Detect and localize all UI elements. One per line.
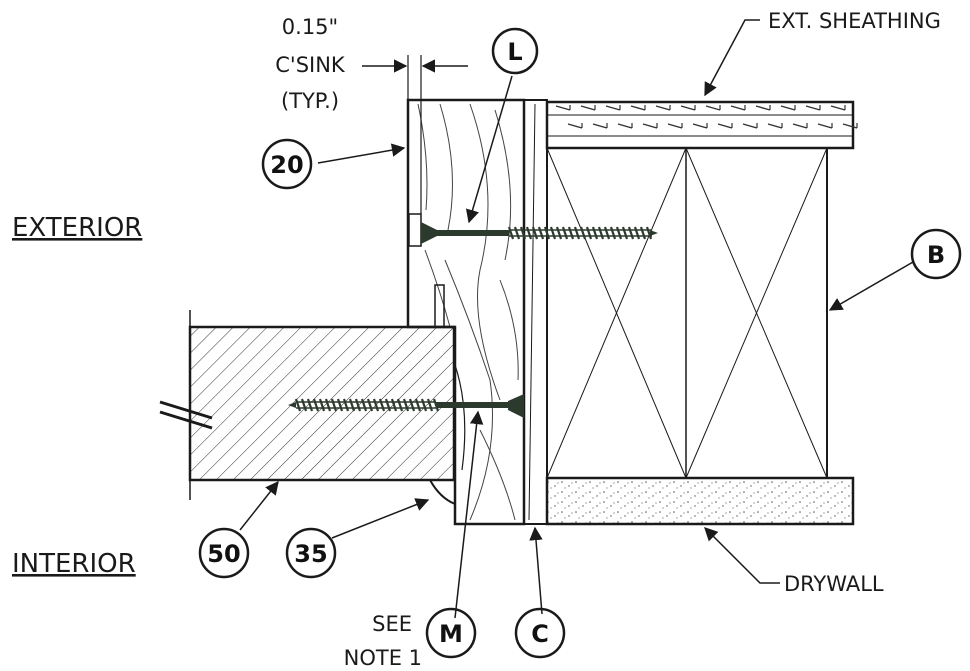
callout-50: 50 xyxy=(198,527,250,579)
exterior-label: EXTERIOR xyxy=(12,213,142,243)
drywall-board xyxy=(545,476,855,526)
screw-lower xyxy=(288,394,524,418)
callout-20: 20 xyxy=(261,138,313,190)
see-note-line1: SEE xyxy=(372,612,412,636)
callout-50-text: 50 xyxy=(207,540,240,568)
dimension-csink: C'SINK xyxy=(275,53,346,77)
callout-C: C xyxy=(514,607,566,659)
callout-35: 35 xyxy=(285,527,337,579)
callout-20-text: 20 xyxy=(270,151,303,179)
leader-lines xyxy=(239,19,914,619)
liner-strip xyxy=(523,99,548,525)
wood-grain xyxy=(417,103,519,521)
callout-B-text: B xyxy=(927,241,945,269)
stud-framing xyxy=(546,147,828,479)
countersink-dimension: 0.15" C'SINK (TYP.) xyxy=(275,15,468,214)
callout-L-text: L xyxy=(507,38,522,66)
drywall-label: DRYWALL xyxy=(784,572,884,596)
interior-label: INTERIOR xyxy=(12,549,136,579)
sheathing-grain xyxy=(555,105,858,129)
window-frame xyxy=(159,284,466,506)
dimension-typ: (TYP.) xyxy=(281,89,339,113)
ext-sheathing-label: EXT. SHEATHING xyxy=(768,9,941,33)
screw-upper xyxy=(421,222,658,244)
callout-35-text: 35 xyxy=(294,540,327,568)
exterior-sheathing xyxy=(545,100,858,150)
callout-B: B xyxy=(910,228,962,280)
callout-M-text: M xyxy=(439,620,463,648)
callout-L: L xyxy=(491,27,539,75)
callout-C-text: C xyxy=(531,620,549,648)
see-note-line2: NOTE 1 xyxy=(344,646,422,670)
dimension-value: 0.15" xyxy=(282,15,338,39)
callout-M: M xyxy=(425,607,477,659)
